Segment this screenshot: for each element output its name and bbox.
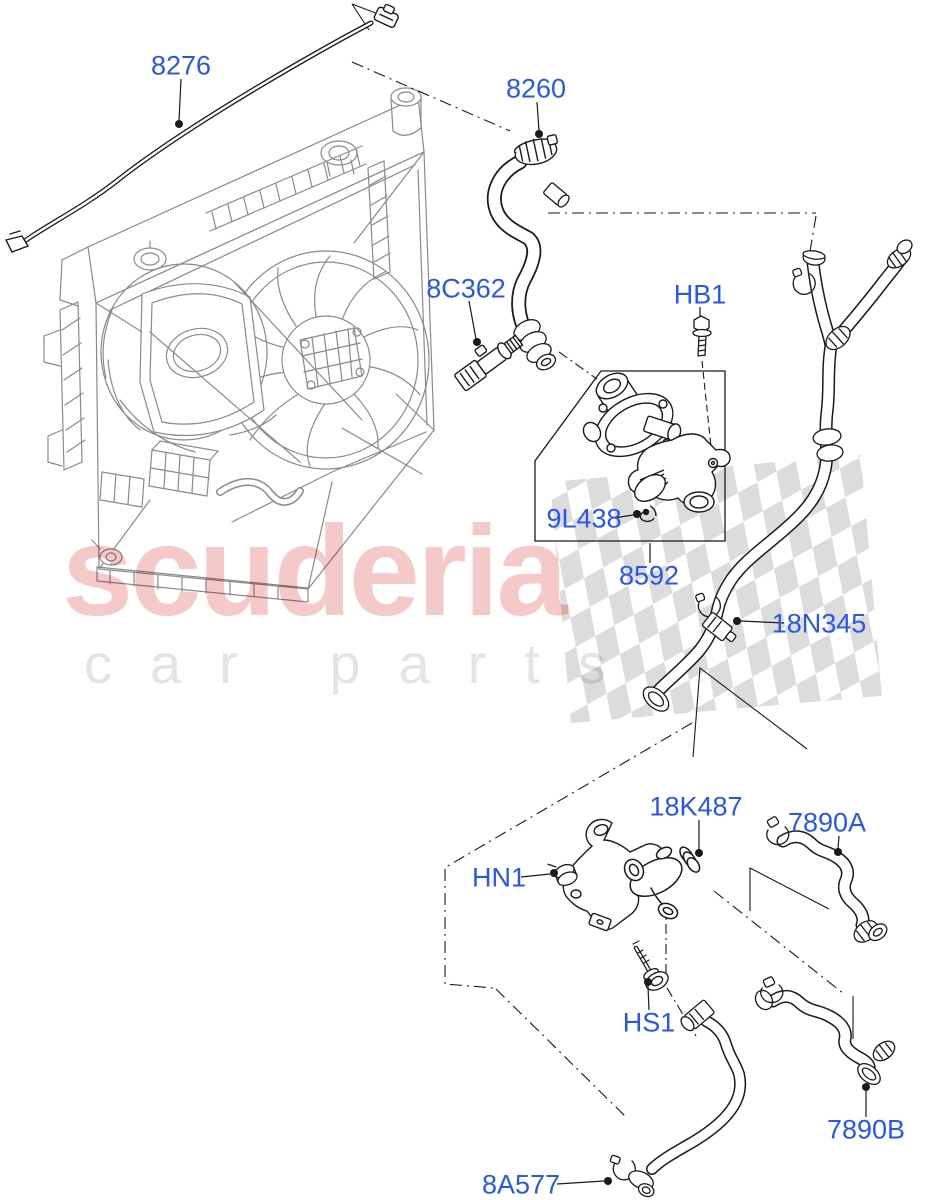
part-label-8A577[interactable]: 8A577: [481, 1169, 561, 1200]
callout-layer: [175, 78, 870, 1185]
part-label-HB1[interactable]: HB1: [673, 279, 727, 310]
hose-8A577: [609, 999, 747, 1198]
leader-dot-7890A: [834, 848, 842, 856]
leader-dot-HS1: [644, 978, 652, 986]
part-label-7890B[interactable]: 7890B: [826, 1114, 906, 1145]
leader-dot-9L438: [633, 510, 641, 518]
sensor-8C362: [454, 334, 524, 392]
part-label-18N345[interactable]: 18N345: [771, 608, 867, 639]
hose-7890B: [754, 976, 896, 1086]
part-label-8276[interactable]: 8276: [150, 50, 212, 81]
part-label-8592[interactable]: 8592: [618, 560, 680, 591]
part-label-HS1[interactable]: HS1: [622, 1007, 676, 1038]
leader-dot-18N345: [733, 617, 741, 625]
leader-dot-8A577: [604, 1177, 612, 1185]
leader-dot-8276: [175, 120, 183, 128]
leader-line-8260: [536, 101, 540, 132]
hose-7890A: [766, 816, 888, 943]
part-label-8C362[interactable]: 8C362: [426, 273, 506, 304]
part-label-7890A[interactable]: 7890A: [787, 807, 867, 838]
leader-dot-8C362: [473, 338, 481, 346]
pipe-8276: [4, 3, 399, 253]
part-label-8260[interactable]: 8260: [505, 73, 567, 104]
hose-18N345: [642, 239, 913, 712]
pump-18K487: [562, 818, 701, 932]
nut-HN1: [547, 863, 578, 887]
bolt-HB1: [692, 315, 712, 357]
part-label-HN1[interactable]: HN1: [471, 862, 527, 893]
leader-line-HS1: [647, 985, 650, 1011]
thermostat-housing-8592: [534, 370, 731, 542]
leader-line-8276: [178, 78, 182, 122]
leader-line-8C362: [468, 300, 477, 340]
hose-8260: [486, 134, 570, 371]
leader-dot-8260: [535, 130, 543, 138]
screw-HS1: [632, 940, 669, 991]
leader-line-7890A: [837, 835, 840, 850]
leader-dot-7890B: [862, 1083, 870, 1091]
leader-line-HN1: [520, 873, 551, 878]
part-label-18K487[interactable]: 18K487: [649, 791, 743, 822]
part-label-9L438[interactable]: 9L438: [546, 503, 622, 534]
radiator-fan-assembly: [43, 87, 435, 603]
leader-line-18N345: [740, 620, 785, 624]
leader-line-8A577: [556, 1180, 605, 1185]
leader-line-9L438: [613, 514, 634, 519]
leader-dot-HN1: [550, 869, 558, 877]
leader-dot-18K487: [695, 849, 703, 857]
